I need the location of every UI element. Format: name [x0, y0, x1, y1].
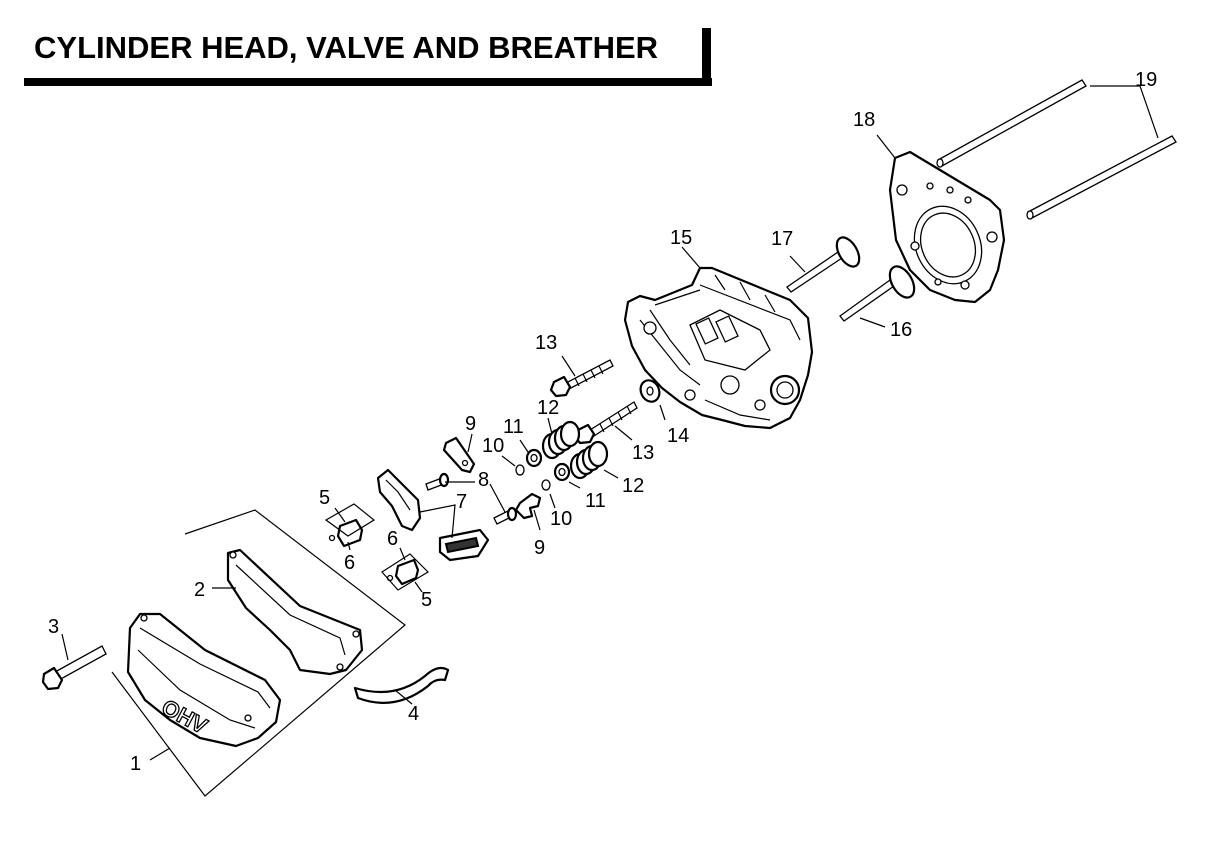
callout-5-lower: 5	[421, 589, 432, 611]
cover-bolt	[41, 645, 107, 691]
cover-gasket	[226, 548, 364, 676]
callout-6-lower: 6	[387, 528, 398, 550]
callout-14: 14	[667, 425, 689, 447]
rocker-arm-lower	[438, 528, 490, 562]
head-gasket	[888, 150, 1006, 304]
valve-keeper-lower	[541, 479, 551, 491]
callout-18: 18	[853, 109, 875, 131]
title-frame-right-bar	[702, 28, 711, 86]
callout-11-upper: 11	[503, 416, 524, 438]
callout-labels: 19 18 17 16 15 14 13 13 12 12 11 11 10 1…	[48, 69, 1157, 775]
leader-lines	[61, 85, 1159, 761]
cover-group-frame	[111, 509, 406, 797]
callout-12-lower: 12	[622, 475, 644, 497]
callout-10-lower: 10	[550, 508, 572, 530]
callout-1: 1	[130, 753, 141, 775]
callout-12-upper: 12	[537, 397, 559, 419]
page-title: CYLINDER HEAD, VALVE AND BREATHER	[34, 30, 659, 65]
valve-cover: OHV	[126, 612, 282, 748]
spring-retainer-upper	[525, 448, 543, 468]
cylinder-head	[623, 266, 814, 430]
callout-5-upper: 5	[319, 487, 330, 509]
valve-spring-lower	[569, 440, 609, 480]
callout-3: 3	[48, 616, 59, 638]
callout-4: 4	[408, 703, 419, 725]
breather-valve-upper	[324, 503, 376, 548]
spring-retainer-lower	[553, 462, 571, 482]
title-frame-bottom-bar	[24, 78, 712, 86]
rocker-stud-lower	[573, 401, 638, 445]
rocker-pivot-screw-upper	[425, 472, 450, 491]
rocker-stud-upper	[549, 359, 614, 398]
intake-valve	[839, 265, 916, 322]
callout-6-upper: 6	[344, 552, 355, 574]
callout-10-upper: 10	[482, 435, 504, 457]
callout-15: 15	[670, 227, 692, 249]
valve-spring-upper	[541, 420, 581, 460]
callout-19: 19	[1135, 69, 1157, 91]
exhaust-valve	[786, 236, 861, 293]
rocker-arm-upper	[376, 468, 422, 532]
callout-9-lower: 9	[534, 537, 545, 559]
callout-11-lower: 11	[585, 490, 606, 512]
push-rod-guide-lower	[514, 492, 542, 520]
callout-16: 16	[890, 319, 912, 341]
callout-9-upper: 9	[465, 413, 476, 435]
callout-13-upper: 13	[535, 332, 557, 354]
callout-8: 8	[478, 469, 489, 491]
valve-keeper-upper	[515, 464, 525, 476]
callout-17: 17	[771, 228, 793, 250]
title-frame: CYLINDER HEAD, VALVE AND BREATHER	[0, 0, 712, 88]
push-rod-guide-upper	[442, 436, 476, 474]
breather-hose	[353, 666, 450, 704]
push-rods	[936, 79, 1177, 220]
breather-valve-lower	[381, 553, 429, 591]
callout-7: 7	[456, 491, 467, 513]
rocker-pivot-screw-lower	[493, 506, 518, 525]
washer	[639, 379, 661, 403]
callout-2: 2	[194, 579, 205, 601]
callout-13-lower: 13	[632, 442, 654, 464]
